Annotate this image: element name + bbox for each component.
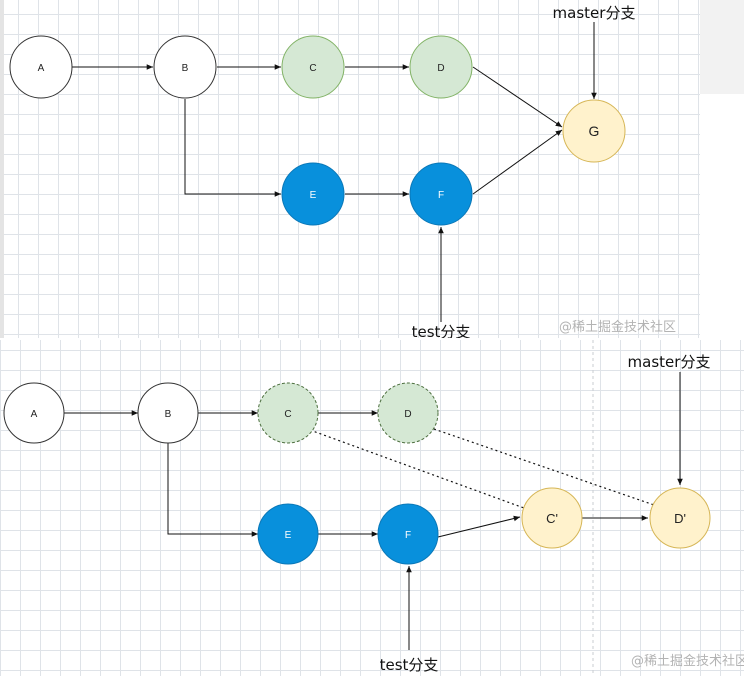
merge-label-g: G (589, 123, 600, 139)
commit-node-c-abandoned (257, 382, 319, 444)
edge-f-g (472, 129, 563, 195)
commit-node-b (137, 382, 199, 444)
commit-node-e (281, 162, 345, 226)
commit-node-d-abandoned (377, 382, 439, 444)
top-diagram-panel (0, 0, 700, 338)
commit-label-b: B (182, 63, 189, 74)
commit-label-e: E (310, 190, 317, 201)
edge-d-g (472, 66, 563, 128)
commit-label-f: F (405, 530, 411, 541)
commit-label-a: A (31, 409, 38, 420)
commit-label-a: A (38, 63, 45, 74)
test-branch-label: test分支 (412, 323, 471, 338)
commit-node-f (409, 162, 473, 226)
master-branch-label: master分支 (628, 353, 711, 371)
test-branch-label: test分支 (380, 656, 439, 674)
dotted-link-d-to-d-prime (433, 428, 655, 506)
watermark: @稀土掘金技术社区 (631, 653, 744, 669)
master-branch-label: master分支 (553, 4, 636, 22)
top-diagram: A B C D E F G master分支 test分支 @稀土掘金技术社区 (9, 4, 676, 338)
commit-label-c: C (309, 63, 316, 74)
commit-label-d-prime: D' (674, 511, 686, 526)
commit-label-d: D (437, 63, 444, 74)
bottom-diagram-panel (0, 340, 744, 676)
commit-node-d-prime (649, 487, 711, 549)
commit-label-c-prime: C' (546, 511, 558, 526)
commit-node-e (257, 503, 319, 565)
commit-label-b: B (165, 409, 172, 420)
commit-label-e: E (285, 530, 292, 541)
commit-node-f (377, 503, 439, 565)
watermark: @稀土掘金技术社区 (559, 319, 676, 335)
commit-node-c (281, 35, 345, 99)
commit-node-a (3, 382, 65, 444)
top-side-gray-block (700, 0, 744, 94)
edge-b-e (167, 443, 258, 537)
edge-b-e (184, 99, 281, 197)
commit-node-d (409, 35, 473, 99)
commit-label-f: F (438, 190, 444, 201)
commit-label-c: C (284, 409, 291, 420)
commit-node-b (153, 35, 217, 99)
commit-node-a (9, 35, 73, 99)
bottom-diagram: A B C D E F C' D' master分支 test分支 @稀土掘金技… (3, 340, 744, 676)
edge-f-c-prime (437, 515, 521, 538)
merge-node-g (562, 99, 626, 163)
commit-label-d: D (404, 409, 411, 420)
commit-node-c-prime (521, 487, 583, 549)
